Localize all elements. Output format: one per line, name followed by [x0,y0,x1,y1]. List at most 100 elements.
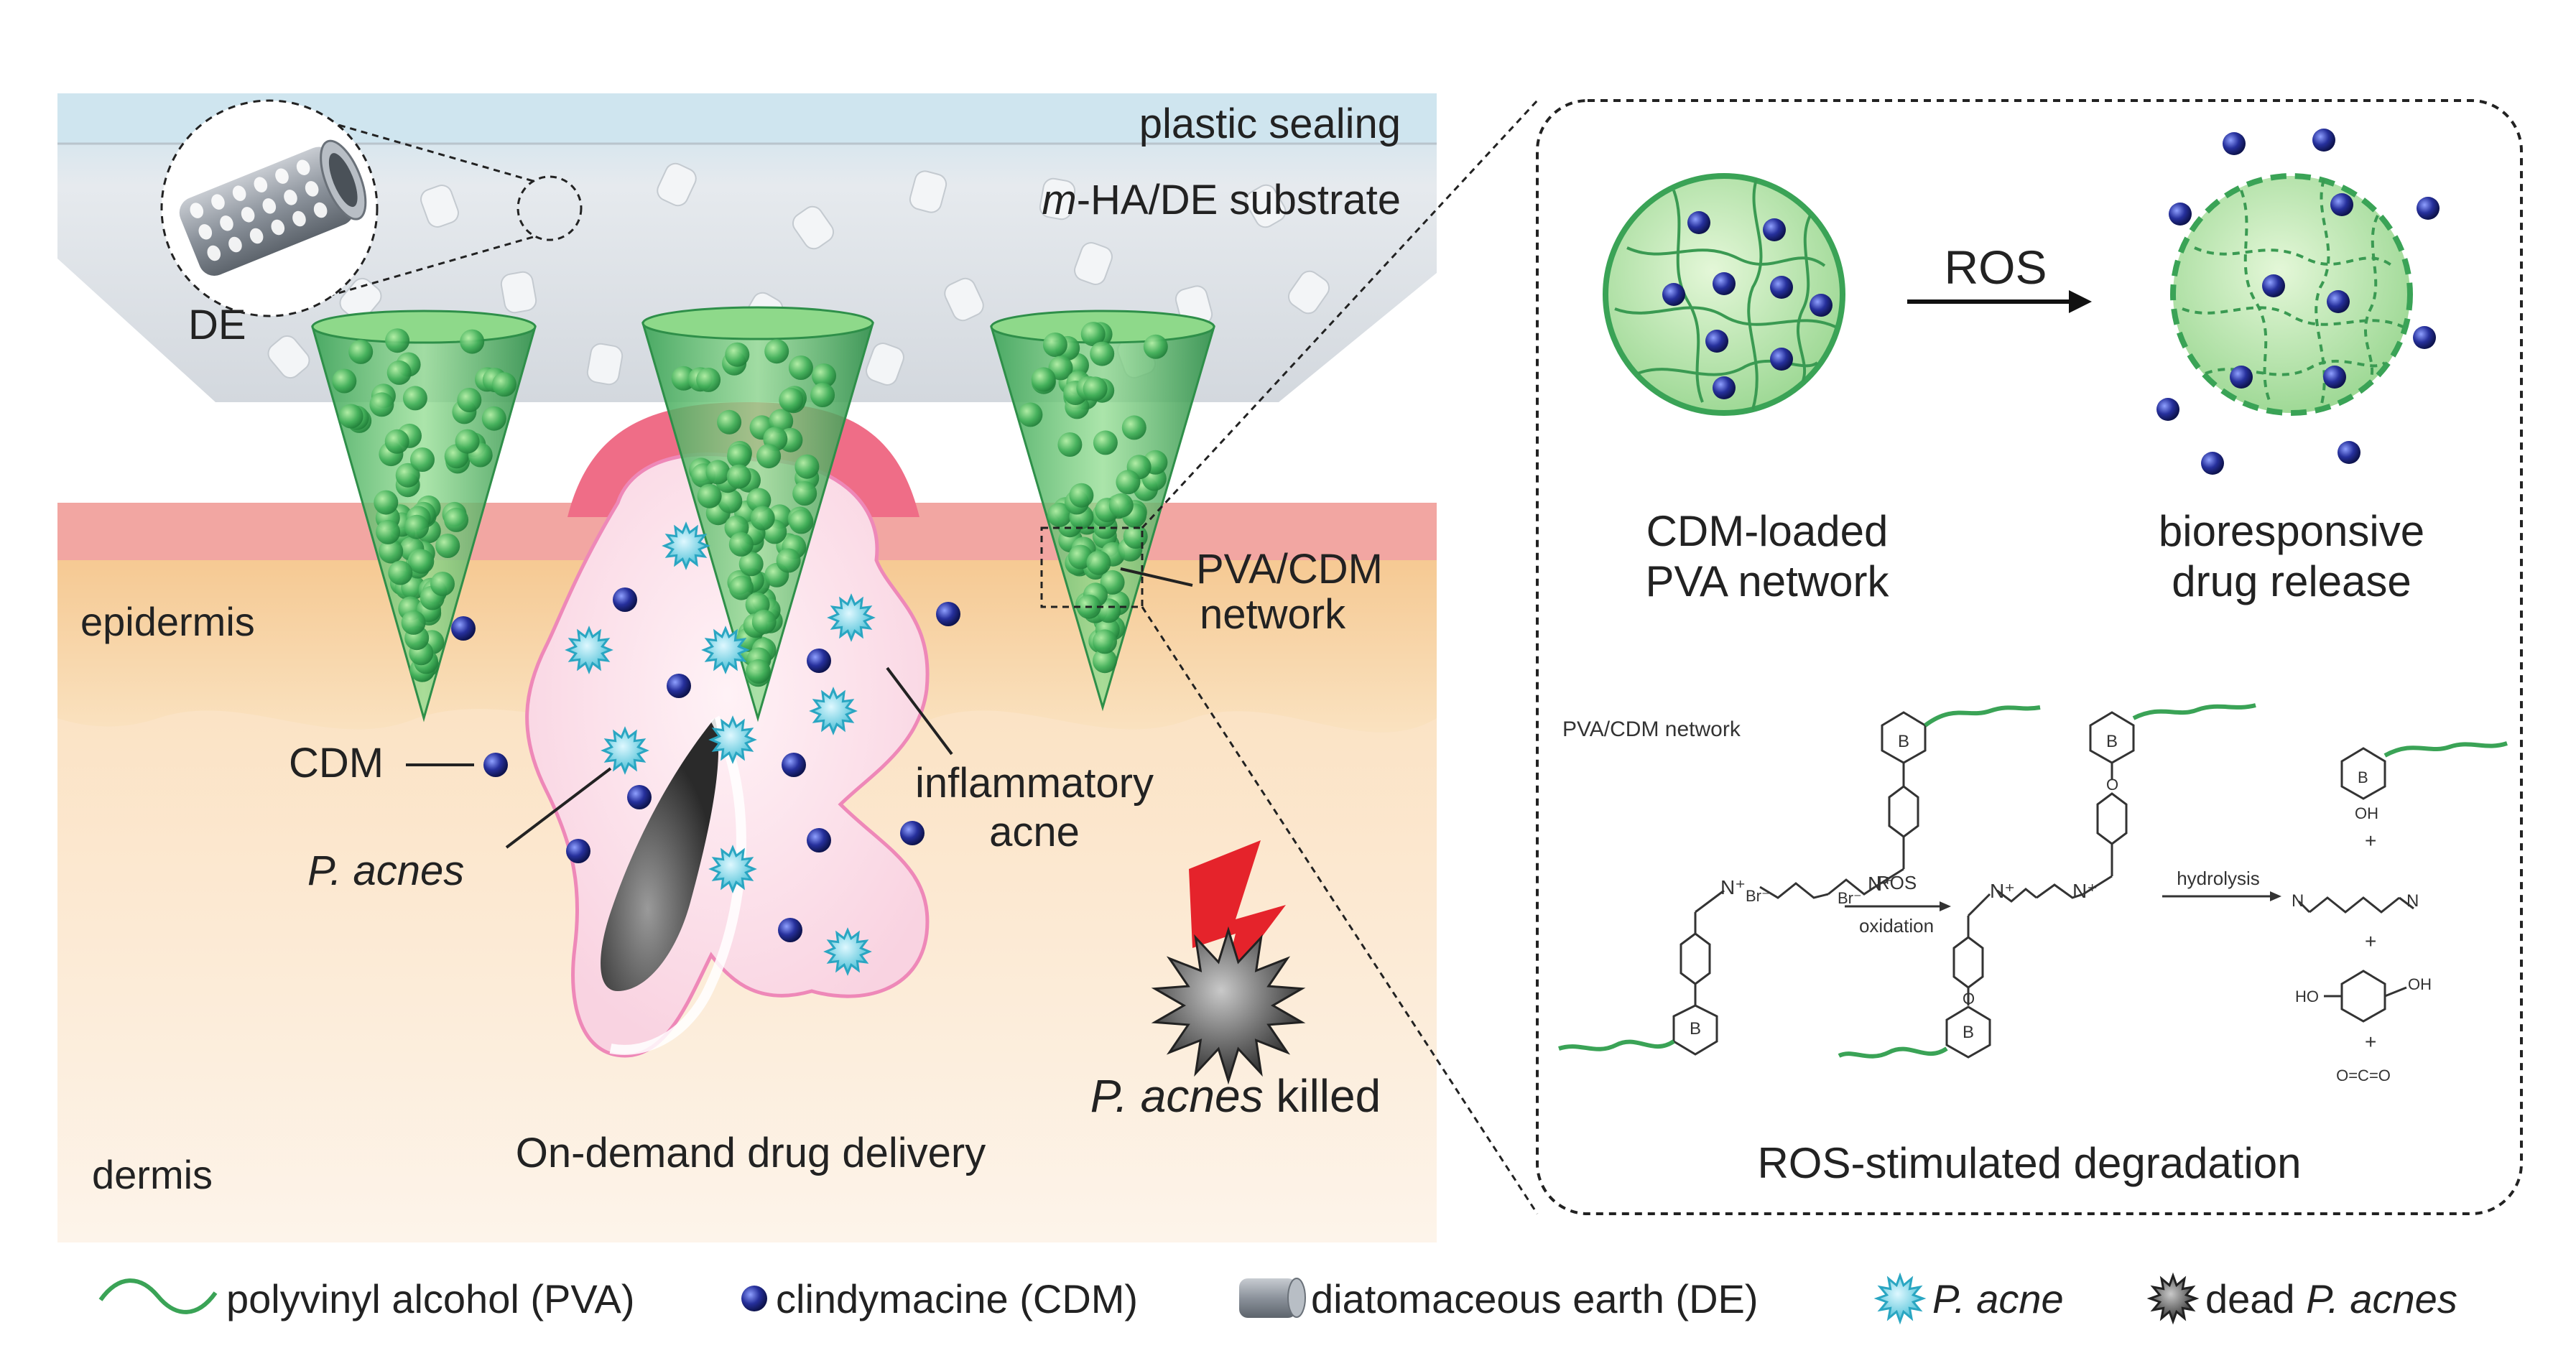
legend-p-acne-label: P. acne [1932,1276,2064,1321]
released-cdm-dot [2330,193,2353,216]
pva-bead [1057,432,1083,457]
cdm-dot [451,616,476,641]
pva-bead [386,360,412,385]
product-boronic-diol [2340,741,2508,800]
degraded-strand [2363,215,2379,381]
label-de: DE [188,302,246,348]
intermediate-molecule [1838,703,2256,1059]
tube-hole [190,203,204,218]
pva-bead [376,519,401,544]
atom-b-1: B [1898,732,1909,751]
pva-bead [696,367,721,392]
pva-bead [751,609,777,634]
cdm-dot [1770,276,1793,299]
label-dermis: dermis [92,1152,213,1197]
p-acnes-bacterium [708,845,757,893]
p-acnes-bacterium [827,593,876,642]
dead-p-acnes-icon [1151,926,1306,1085]
cdm-dot [1662,283,1685,306]
caption-cdm-loaded: CDM-loaded [1646,507,1889,555]
pva-bead [1090,341,1115,366]
atom-n-1: N⁺ [1720,876,1746,898]
tube-hole [262,198,277,214]
plus-2: + [2365,930,2376,952]
pva-bead [1042,333,1067,357]
atom-br-2: Br⁻ [1838,889,1862,907]
step2-label-hydrolysis: hydrolysis [2177,868,2260,889]
pva-bead [1031,367,1056,392]
pva-bead [401,610,426,635]
pva-bead [794,454,820,479]
scheme-title: PVA/CDM network [1562,717,1741,741]
legend-cdm-label: clindymacine (CDM) [776,1276,1138,1321]
tube-hole [313,202,328,218]
atom-n-2: N⁺ [1868,873,1893,895]
label-p-acnes-killed: P. acnes killed [1090,1070,1381,1122]
pva-bead [430,572,455,596]
pva-bead [338,404,363,429]
pva-bead [1108,493,1134,518]
pva-bead [750,506,775,531]
label-plastic-sealing: plastic sealing [1139,101,1401,147]
cdm-molecules [451,587,960,942]
pva-bead [776,548,801,573]
pva-bead [1080,322,1106,347]
released-cdm-dot [2223,132,2246,155]
released-cdm-dot [2413,326,2436,349]
tube-hole [198,224,213,240]
ros-arrow-label: ROS [1944,241,2047,294]
pva-bead [435,534,460,558]
network-strand [1637,359,1819,376]
pva-bead [384,429,409,454]
degraded-strand [2240,190,2271,403]
cdm-dot [807,649,831,673]
atom-b-4: B [1963,1023,1974,1042]
legend: polyvinyl alcohol (PVA) clindymacine (CD… [98,1272,2457,1325]
label-network: network [1200,591,1346,638]
pva-bead [379,539,404,564]
microneedle-3 [989,310,1216,712]
atom-b-3: B [2106,732,2118,751]
pva-bead [789,509,814,534]
cdm-dot [1713,376,1736,399]
atom-oh-1: OH [2355,804,2378,822]
pva-bead [725,342,750,367]
step1-label-oxidation: oxidation [1859,915,1934,937]
pva-bead [756,444,782,469]
cdm-dot [807,828,831,852]
pva-bead [1100,570,1125,595]
lightning-bolt-icon [1189,840,1286,991]
legend-bacterium-shape [1873,1272,1927,1325]
cdm-dot [483,753,508,777]
network-strand [1747,179,1763,410]
hair-follicle [601,718,719,991]
label-inflammatory: inflammatory [915,760,1154,807]
caption-ros-degradation: ROS-stimulated degradation [1757,1139,2301,1187]
tube-hole [254,177,268,192]
p-acnes-bacterium [565,626,613,674]
legend-dead-p-acnes-icon [2146,1272,2200,1325]
zoom-box [1040,526,1144,608]
released-cdm-dot [2323,366,2346,389]
pva-bead [369,392,394,417]
step1-label-ros: ROS [1876,872,1917,893]
cdm-dot [900,821,925,845]
label-p-acnes: P. acnes [307,847,464,894]
pva-bead [385,328,410,353]
p-acnes-bacterium [601,726,649,775]
pva-bead [792,481,817,506]
pva-bead [460,329,485,354]
pva-bead [395,463,420,488]
pva-bead [1121,415,1146,440]
atom-n-6: N [2406,891,2419,911]
microneedles [311,306,1216,723]
cdm-dot [1713,272,1736,295]
pva-bead [332,368,357,394]
pva-bead [738,552,764,577]
network-strand [1796,215,1812,381]
product-co2: O=C=O [2336,1067,2391,1084]
pva-bead [404,514,430,539]
product-benzyl-alcohol [2324,970,2407,1023]
label-substrate: m-HA/DE substrate [1042,177,1401,223]
tube-hole [241,207,255,223]
